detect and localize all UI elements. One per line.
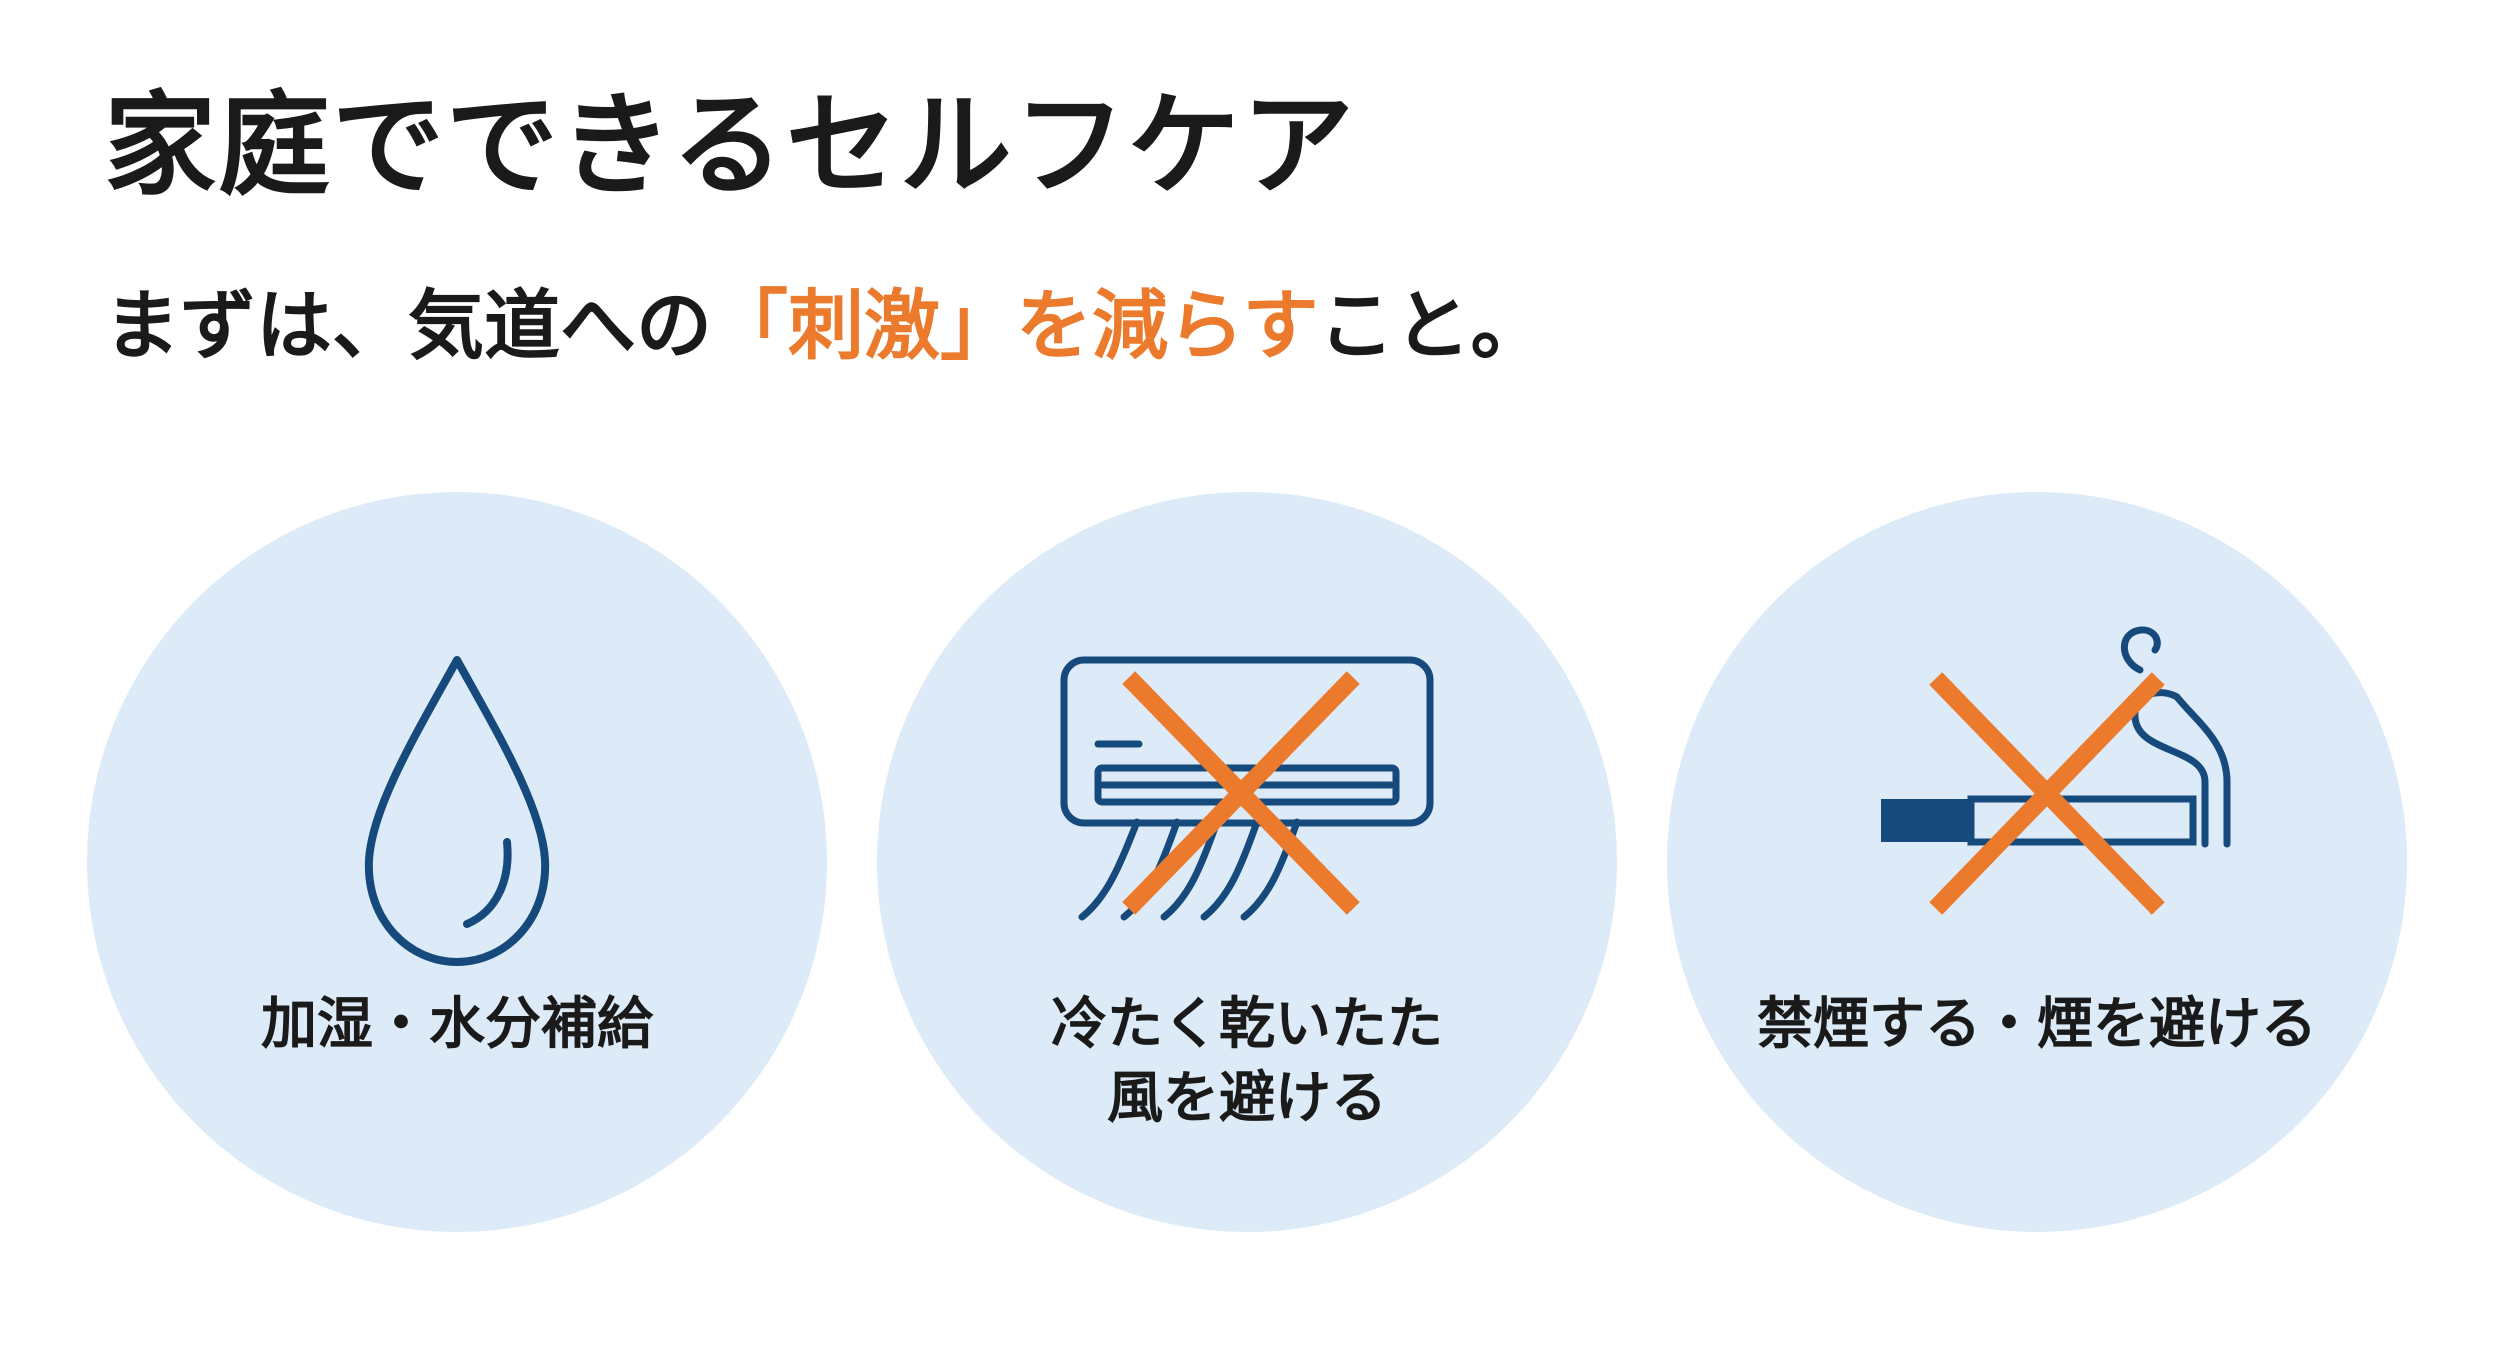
card-humidify-label: 加湿・水分補給 — [87, 988, 827, 1062]
card-avoid-cold-air-label-line-1: 冷たく乾いたた — [1051, 992, 1443, 1057]
page-title: 家庭でできるセルフケア — [104, 81, 1356, 211]
subtitle-tail: こと。 — [1318, 281, 1547, 370]
card-no-smoking: 禁煙する・煙を避ける — [1667, 492, 2407, 1232]
card-no-smoking-label: 禁煙する・煙を避ける — [1667, 988, 2407, 1062]
card-avoid-cold-air: 冷たく乾いたた 風を避ける — [877, 492, 1617, 1232]
card-humidify-label-line: 加湿・水分補給 — [261, 992, 653, 1057]
card-no-smoking-label-line: 禁煙する・煙を避ける — [1757, 992, 2317, 1057]
subtitle-lead: まずは、気道への — [104, 281, 712, 370]
air-conditioner-crossed-icon — [1060, 656, 1434, 921]
card-humidify: 加湿・水分補給 — [87, 492, 827, 1232]
no-smoking-icon — [1881, 626, 2231, 915]
page-subtitle: まずは、気道への「刺激」を減らすこと。 — [104, 280, 1546, 371]
water-drop-icon — [364, 656, 550, 966]
subtitle-accent: 「刺激」を減らす — [712, 281, 1319, 370]
card-avoid-cold-air-label: 冷たく乾いたた 風を避ける — [877, 988, 1617, 1136]
card-avoid-cold-air-label-line-2: 風を避ける — [1107, 1066, 1387, 1131]
